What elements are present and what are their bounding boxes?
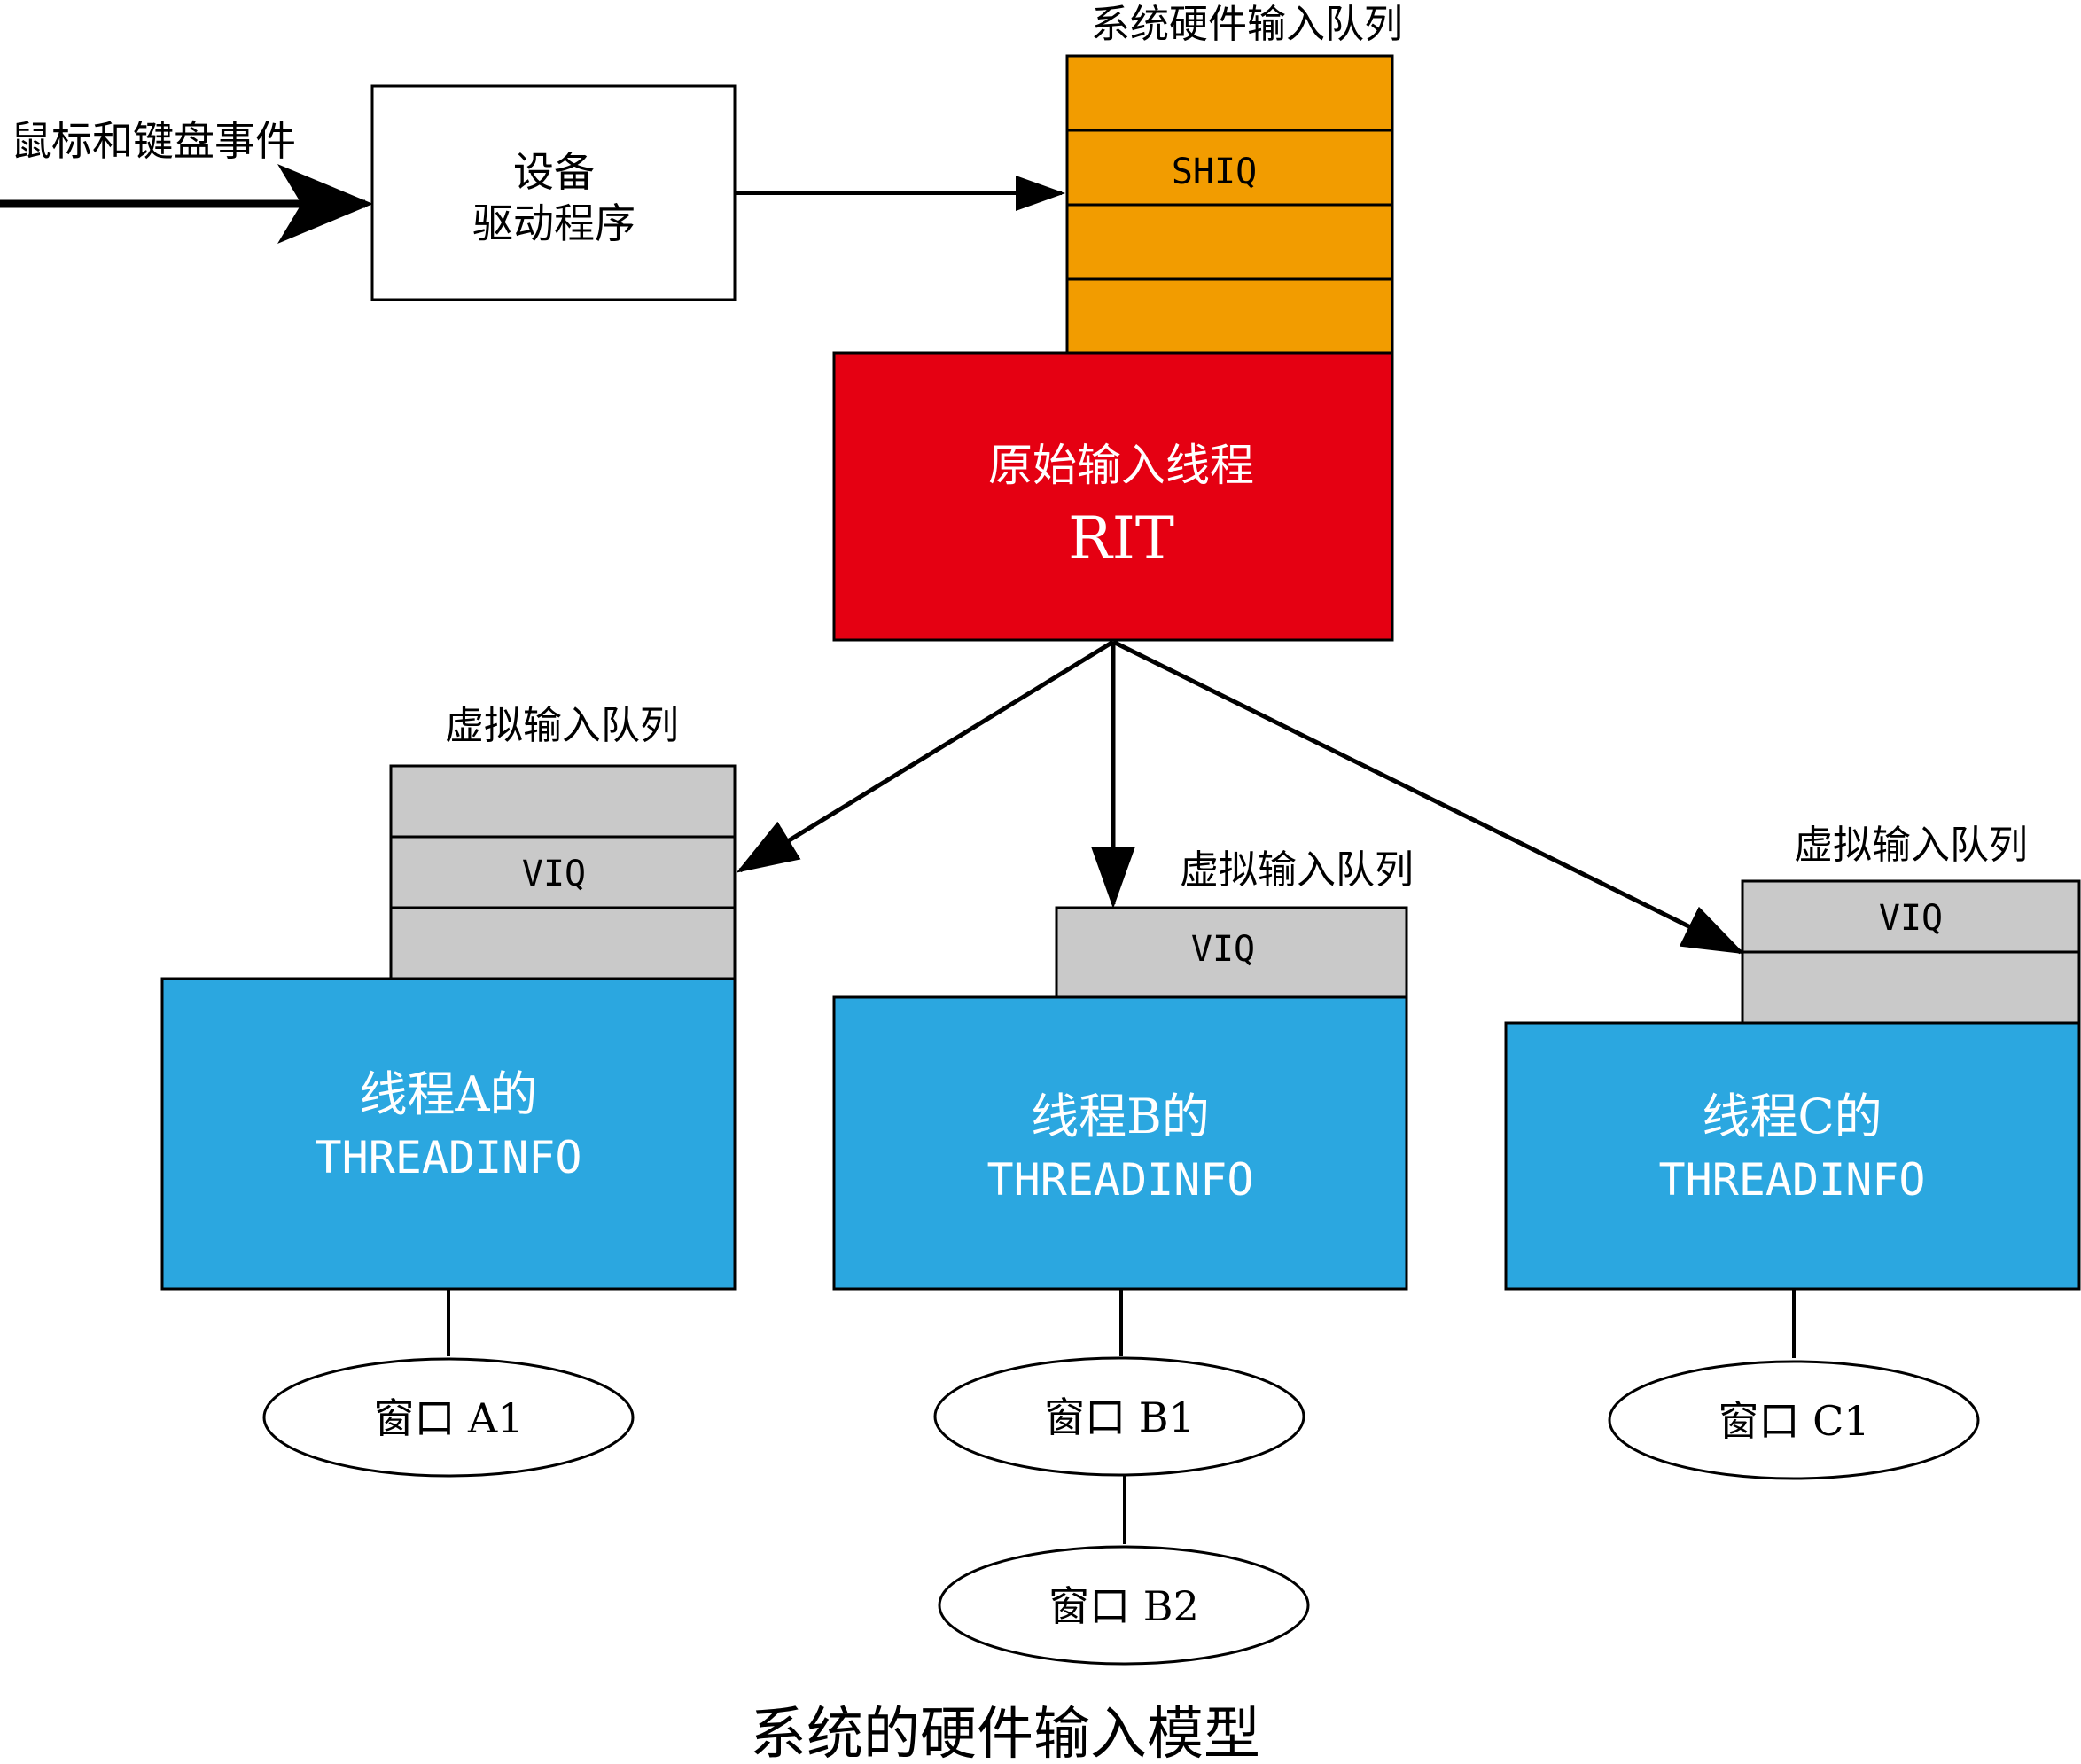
thread-c-viq-caption: 虚拟输入队列 (1794, 823, 2028, 868)
thread-b-label-line2: THREADINFO (986, 1154, 1253, 1206)
window-c1-label: 窗口 C1 (1718, 1397, 1869, 1445)
thread-b-box (832, 995, 1408, 1291)
thread-c-label-line2: THREADINFO (1658, 1154, 1925, 1206)
window-b1-label: 窗口 B1 (1044, 1393, 1195, 1441)
events-label: 鼠标和键盘事件 (11, 117, 296, 165)
rit-to-thread-c-arrow (1111, 639, 1745, 955)
device-driver-label-line1: 设备 (513, 148, 595, 196)
figure-title: 系统的硬件输入模型 (750, 1702, 1260, 1764)
shiq-label: SHIQ (1172, 152, 1257, 192)
device-driver-box (370, 84, 737, 301)
thread-a-viq-caption: 虚拟输入队列 (445, 703, 679, 748)
device-driver-label-line2: 驱动程序 (472, 199, 635, 247)
window-a1-label: 窗口 A1 (373, 1394, 523, 1442)
thread-b-viq-label: VIQ (1191, 929, 1255, 970)
shiq-caption: 系统硬件输入队列 (1091, 2, 1403, 47)
thread-a-label-line1: 线程A的 (360, 1066, 538, 1122)
thread-b-viq-caption: 虚拟输入队列 (1180, 847, 1414, 893)
window-b1 (933, 1356, 1305, 1477)
shiq-stack (1065, 54, 1394, 355)
rit-label-line2: RIT (1068, 504, 1174, 573)
thread-c-box (1504, 1021, 2081, 1291)
thread-b-label-line1: 线程B的 (1031, 1089, 1210, 1144)
thread-c-viq-label: VIQ (1879, 898, 1943, 939)
rit-box (832, 351, 1394, 642)
thread-b-viq-slot (1055, 906, 1408, 999)
thread-c-viq-stack (1741, 879, 2081, 1025)
window-b2 (938, 1545, 1310, 1666)
rit-label-line1: 原始输入线程 (988, 440, 1254, 491)
thread-a-label-line2: THREADINFO (315, 1132, 581, 1183)
window-c1 (1608, 1360, 1980, 1480)
thread-c-label-line1: 线程C的 (1702, 1089, 1882, 1144)
window-b2-label: 窗口 B2 (1048, 1582, 1199, 1630)
window-a1 (262, 1357, 635, 1478)
thread-a-viq-stack (389, 764, 737, 980)
rit-to-thread-a-arrow (736, 639, 1115, 873)
thread-a-viq-label: VIQ (522, 854, 586, 894)
